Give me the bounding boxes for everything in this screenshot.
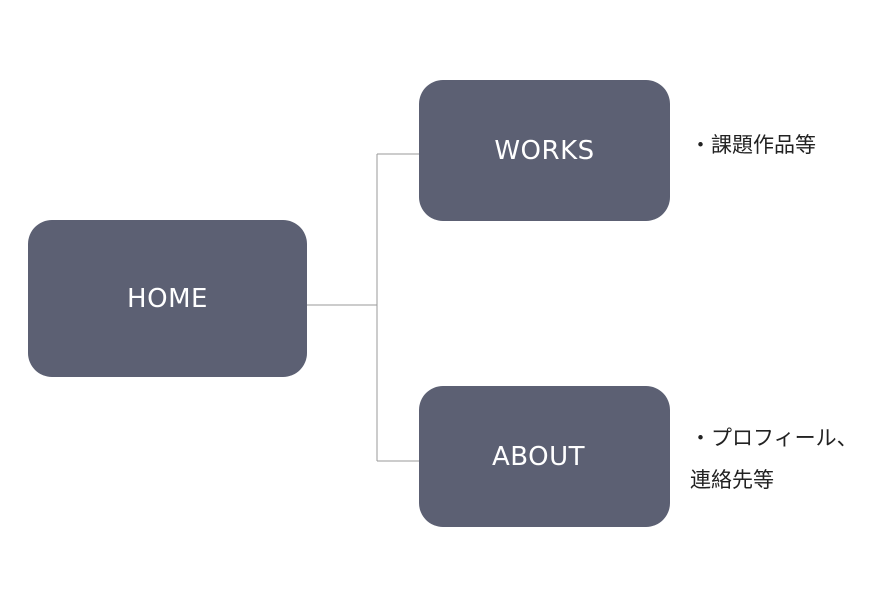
- note-works-line-1: ・課題作品等: [690, 133, 816, 157]
- node-works-label: WORKS: [494, 135, 595, 166]
- note-about-line-1: ・プロフィール、: [690, 426, 858, 450]
- note-works: ・課題作品等: [690, 124, 816, 166]
- node-home-label: HOME: [127, 283, 208, 314]
- node-home: HOME: [28, 220, 307, 377]
- node-about-label: ABOUT: [491, 441, 586, 472]
- node-about: ABOUT: [419, 386, 670, 527]
- note-about: ・プロフィール、 連絡先等: [690, 417, 858, 501]
- node-works: WORKS: [419, 80, 670, 221]
- note-about-line-2: 連絡先等: [690, 468, 774, 492]
